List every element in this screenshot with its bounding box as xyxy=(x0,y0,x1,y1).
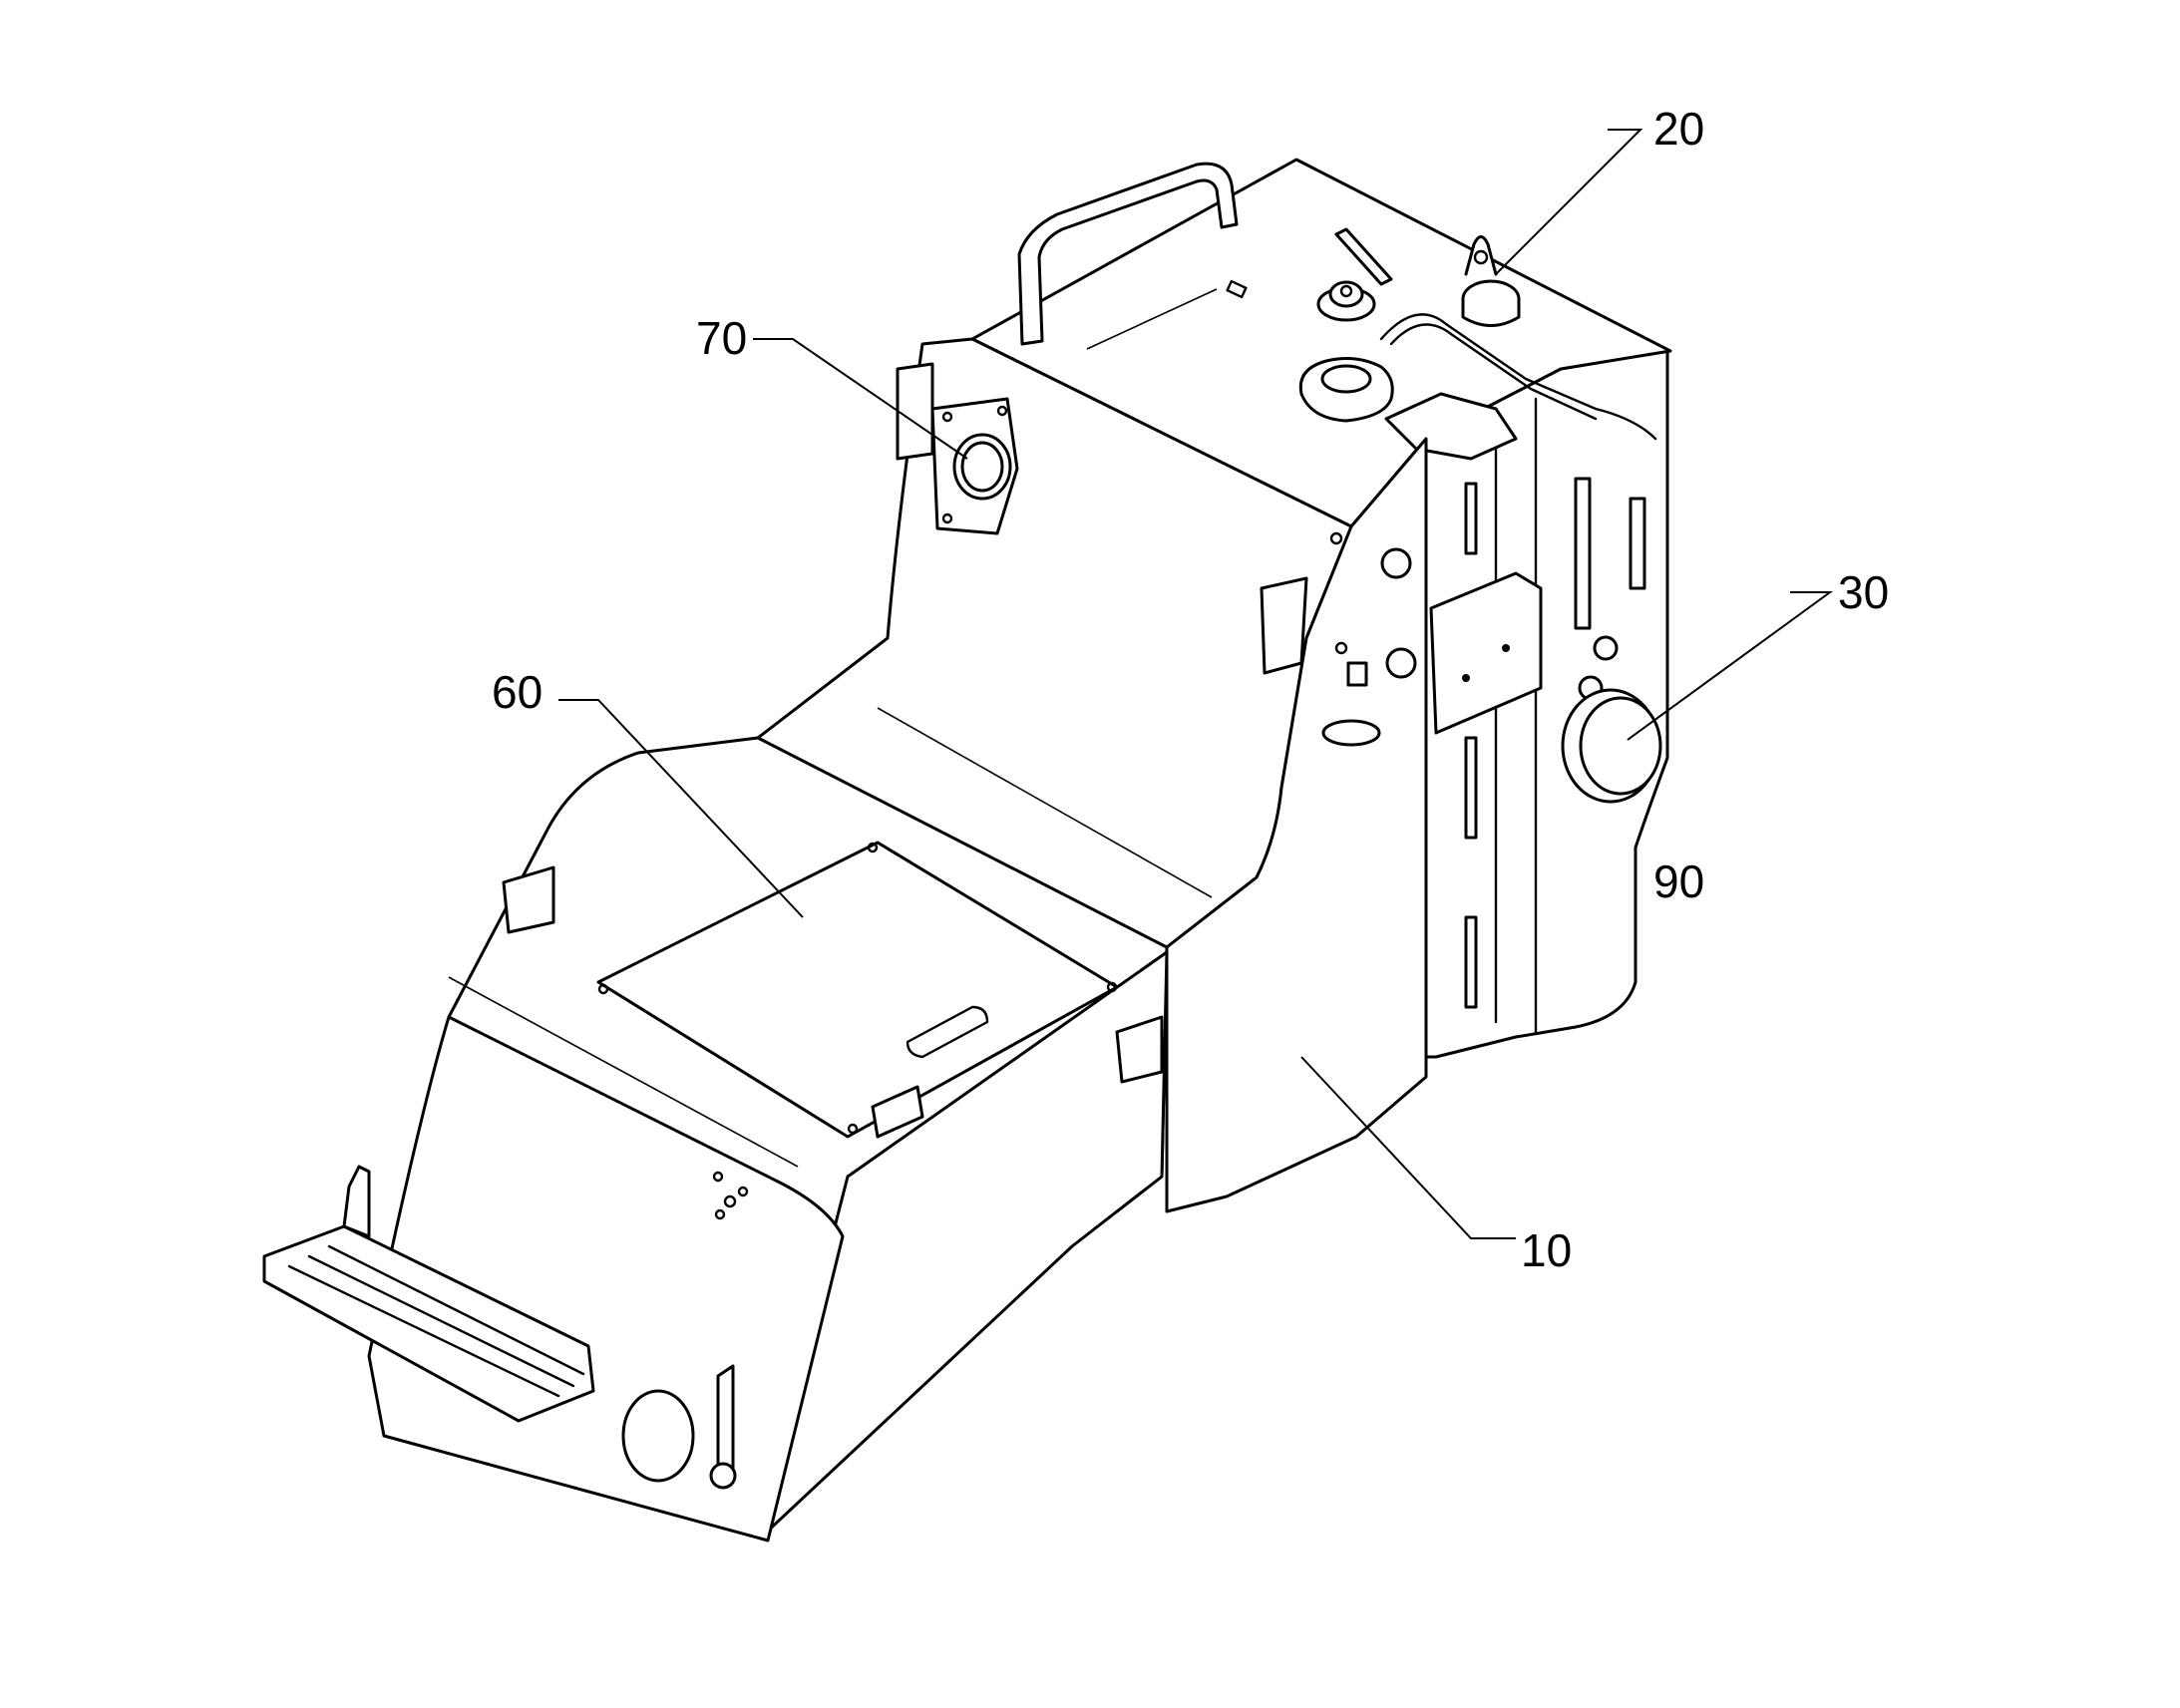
leader-30 xyxy=(1627,591,1834,741)
leader-20 xyxy=(1495,129,1643,275)
middle-panel xyxy=(756,337,1353,959)
tank-top-plate xyxy=(970,158,1672,528)
round-cover-30 xyxy=(1561,688,1662,804)
callout-labels: 20 30 60 70 90 10 xyxy=(492,103,1889,1276)
callout-30: 30 xyxy=(1838,566,1889,618)
callout-60: 60 xyxy=(492,666,543,718)
side-panel-10 xyxy=(1165,437,1428,1213)
leader-lines xyxy=(558,129,1834,1239)
filler-cap-knurled xyxy=(1298,357,1394,423)
callout-10: 10 xyxy=(1521,1224,1572,1276)
leader-70 xyxy=(753,338,968,460)
tank-column xyxy=(1424,349,1669,1059)
step xyxy=(262,1165,595,1423)
lower-access-cover xyxy=(621,1364,737,1490)
callout-90: 90 xyxy=(1653,855,1704,907)
leader-10 xyxy=(1300,1056,1516,1239)
callout-70: 70 xyxy=(696,312,747,364)
filler-cap-20 xyxy=(1461,235,1521,327)
callout-20: 20 xyxy=(1653,103,1704,155)
front-box xyxy=(367,736,1169,1542)
sender-unit xyxy=(1316,280,1376,322)
leader-60 xyxy=(558,699,804,918)
top-handle xyxy=(1017,162,1239,346)
